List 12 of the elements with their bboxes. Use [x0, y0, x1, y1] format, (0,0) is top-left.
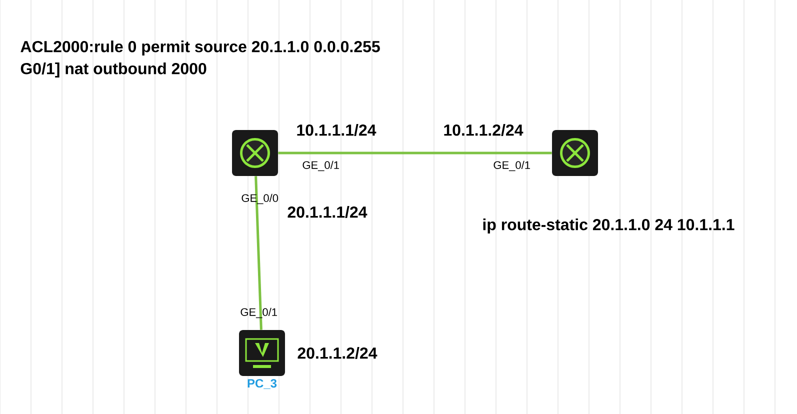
- router-icon: [232, 130, 278, 176]
- router-icon: [552, 130, 598, 176]
- config-text: ip route-static 20.1.1.0 24 10.1.1.1: [483, 218, 734, 234]
- port-label: GE_0/1: [494, 160, 530, 172]
- link-line: [254, 176, 262, 330]
- port-label: GE_0/1: [302, 160, 339, 172]
- device-name: PC_3: [248, 379, 277, 389]
- config-text: ACL2000:rule 0 permit source 20.1.1.0 0.0.0.255: [20, 40, 380, 56]
- link-line: [278, 152, 552, 154]
- pc-icon: [239, 330, 285, 376]
- ip-address: 20.1.1.1/24: [288, 206, 368, 218]
- ip-address: 10.1.1.1/24: [297, 124, 376, 136]
